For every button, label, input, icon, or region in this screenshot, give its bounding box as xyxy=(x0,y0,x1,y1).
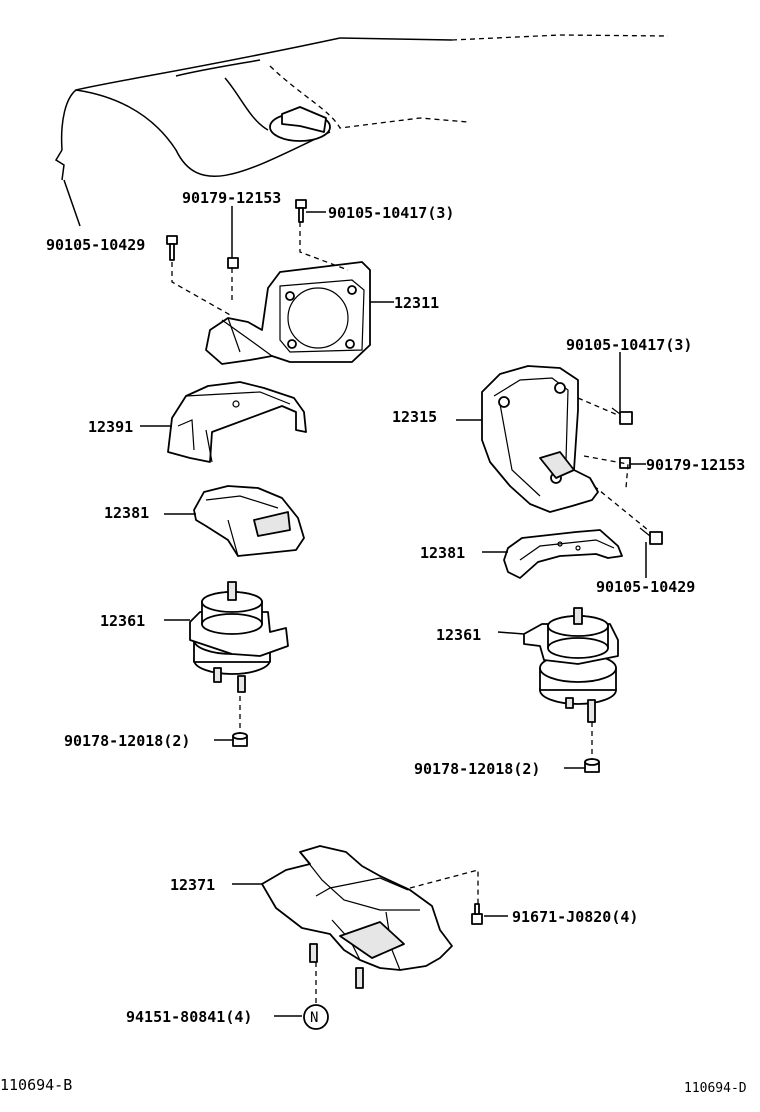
insulator-12381-right xyxy=(503,529,623,579)
footer-code-left: 110694-B xyxy=(0,1076,72,1094)
leader-lines xyxy=(140,206,649,1030)
label-12381-left: 12381 xyxy=(104,504,149,522)
label-12371: 12371 xyxy=(170,876,215,894)
nut-90178-left xyxy=(232,732,248,747)
label-90105-10429-right: 90105-10429 xyxy=(596,578,695,596)
bracket-12315 xyxy=(481,365,599,513)
footer-codes: 110694-B 110694-D xyxy=(0,1076,747,1096)
nut-90178-right xyxy=(584,758,600,773)
bracket-12311 xyxy=(205,261,371,365)
label-90105-10417-right: 90105-10417(3) xyxy=(566,336,692,354)
bolt-91671-J0820 xyxy=(471,903,483,925)
label-90178-12018-left: 90178-12018(2) xyxy=(64,732,190,750)
label-90178-12018-right: 90178-12018(2) xyxy=(414,760,540,778)
bolt-90105-10429-left xyxy=(166,235,178,261)
label-91671-J0820: 91671-J0820(4) xyxy=(512,908,638,926)
label-90179-12153-right: 90179-12153 xyxy=(646,456,745,474)
bolt-90179-12153-top xyxy=(227,257,239,269)
engine-mount-12361-left xyxy=(189,581,289,693)
mount-12391 xyxy=(167,381,307,463)
n-marker: N xyxy=(310,1010,318,1026)
label-12381-right: 12381 xyxy=(420,544,465,562)
label-12361-left: 12361 xyxy=(100,612,145,630)
label-12391: 12391 xyxy=(88,418,133,436)
insulator-12381-left xyxy=(193,485,305,557)
transmission-mount-12371 xyxy=(261,845,453,989)
bolt-90105-10417-top xyxy=(295,199,307,223)
bolt-90105-10429-right xyxy=(639,527,663,545)
engine-block xyxy=(54,34,669,227)
engine-mount-12361-right xyxy=(523,607,619,723)
label-12311: 12311 xyxy=(394,294,439,312)
label-90105-10429-left: 90105-10429 xyxy=(46,236,145,254)
footer-code-right: 110694-D xyxy=(684,1081,747,1096)
label-12361-right: 12361 xyxy=(436,626,481,644)
bolt-90105-10417-right xyxy=(611,407,633,425)
label-90105-10417-top: 90105-10417(3) xyxy=(328,204,454,222)
label-12315: 12315 xyxy=(392,408,437,426)
part-labels: 90179-12153 90105-10417(3) 90105-10429 1… xyxy=(46,189,745,1026)
label-94151-80841: 94151-80841(4) xyxy=(126,1008,252,1026)
label-90179-12153-top: 90179-12153 xyxy=(182,189,281,207)
